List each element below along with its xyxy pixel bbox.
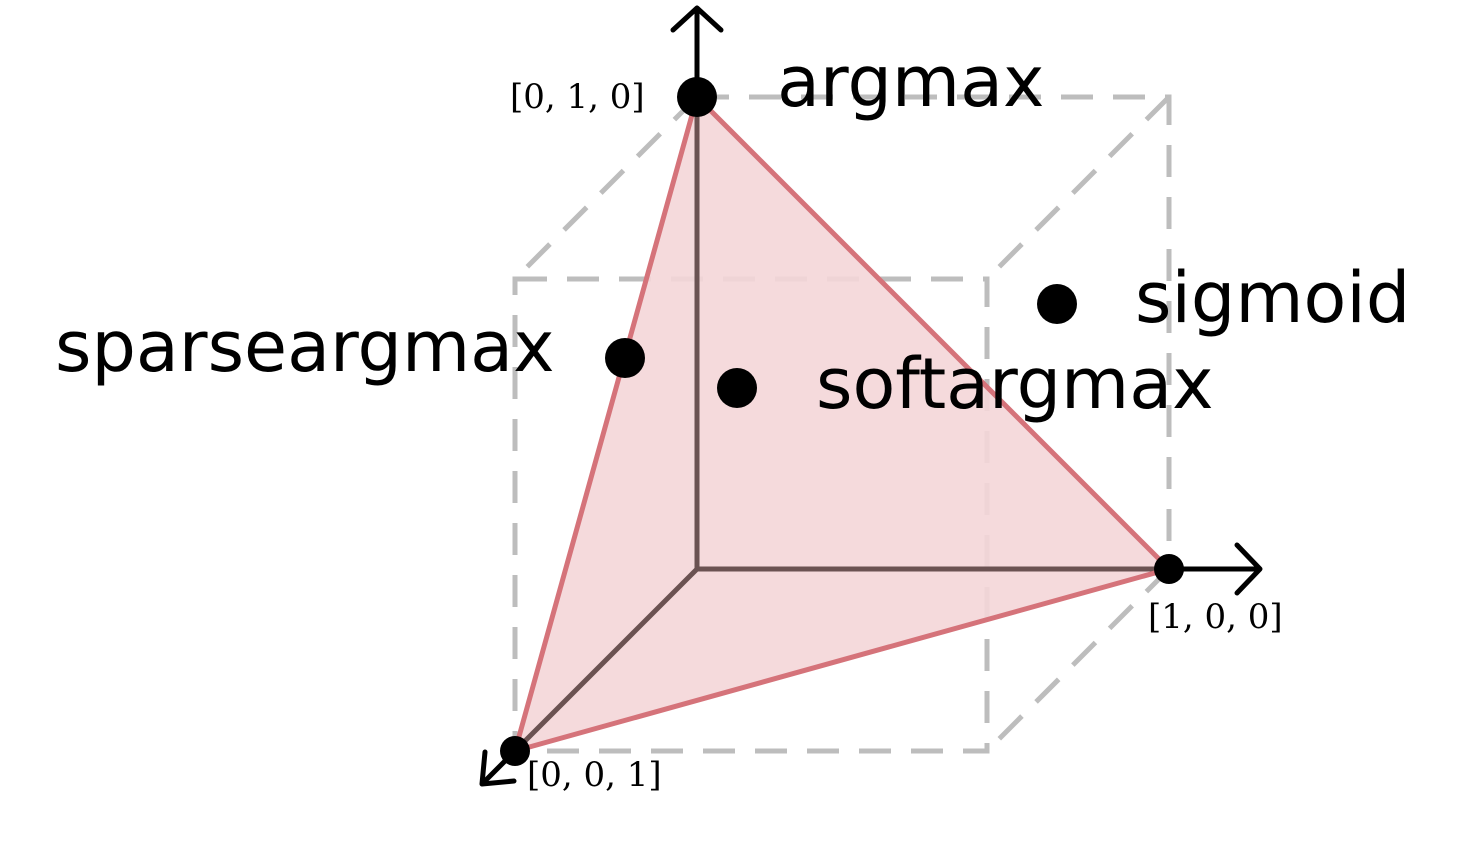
cube-back-face — [694, 94, 1172, 572]
label-softargmax: softargmax — [816, 343, 1214, 425]
cube-edge-top-right — [985, 95, 1171, 281]
label-argmax: argmax — [777, 41, 1044, 123]
arrow-y-icon — [670, 5, 724, 33]
vertex-label-top: [0, 1, 0] — [510, 77, 645, 117]
cube-edge-top-left — [513, 95, 699, 281]
cube-edge-bottom-right — [985, 567, 1171, 753]
point-sigmoid — [1037, 284, 1077, 324]
vertex-point-right — [1154, 554, 1184, 584]
vertex-label-right: [1, 0, 0] — [1148, 597, 1283, 637]
arrow-x-icon — [1234, 542, 1263, 596]
vertex-point-top — [677, 77, 717, 117]
arrow-z-icon — [479, 749, 517, 787]
point-softargmax — [717, 368, 757, 408]
label-sigmoid: sigmoid — [1135, 257, 1410, 339]
vertex-point-bottom-left — [500, 736, 530, 766]
simplex-edges — [512, 94, 1172, 754]
point-sparseargmax — [605, 338, 645, 378]
vertex-label-bottom-left: [0, 0, 1] — [527, 755, 662, 795]
inner-axis-z — [513, 567, 699, 753]
inner-axes — [513, 97, 1169, 753]
label-sparseargmax: sparseargmax — [55, 306, 555, 388]
